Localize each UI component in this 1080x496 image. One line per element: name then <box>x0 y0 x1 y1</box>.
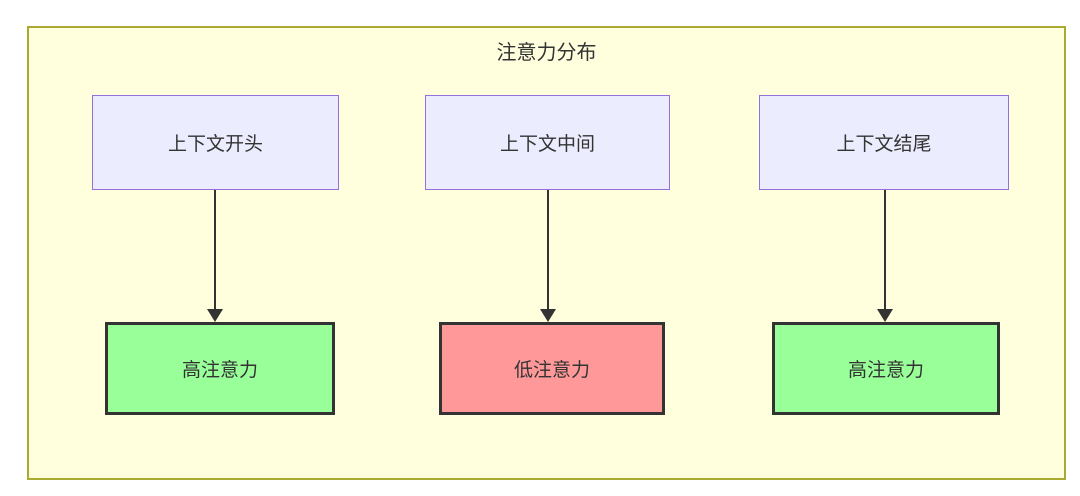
node-label: 高注意力 <box>847 360 924 381</box>
attention-distribution-container: 注意力分布 上下文开头 上下文中间 上下文结尾 高注意力 低注意力 <box>27 26 1066 480</box>
node-label: 上下文中间 <box>499 134 595 155</box>
edge-arrow-middle <box>540 190 556 322</box>
diagram-title: 注意力分布 <box>496 42 597 64</box>
node-label: 上下文开头 <box>167 134 263 155</box>
arrow-shaft <box>214 190 216 310</box>
arrowhead-down-icon <box>877 309 893 322</box>
node-high-attention-right: 高注意力 <box>772 322 1000 415</box>
node-context-beginning: 上下文开头 <box>92 95 339 190</box>
edge-arrow-beginning <box>207 190 223 322</box>
node-context-end: 上下文结尾 <box>759 95 1009 190</box>
node-label: 高注意力 <box>181 360 258 381</box>
edge-arrow-end <box>877 190 893 322</box>
arrow-shaft <box>547 190 549 310</box>
node-context-middle: 上下文中间 <box>425 95 670 190</box>
arrowhead-down-icon <box>540 309 556 322</box>
node-label: 低注意力 <box>513 360 590 381</box>
node-high-attention-left: 高注意力 <box>105 322 335 415</box>
arrow-shaft <box>884 190 886 310</box>
arrowhead-down-icon <box>207 309 223 322</box>
node-low-attention-middle: 低注意力 <box>439 322 665 415</box>
node-label: 上下文结尾 <box>836 134 932 155</box>
